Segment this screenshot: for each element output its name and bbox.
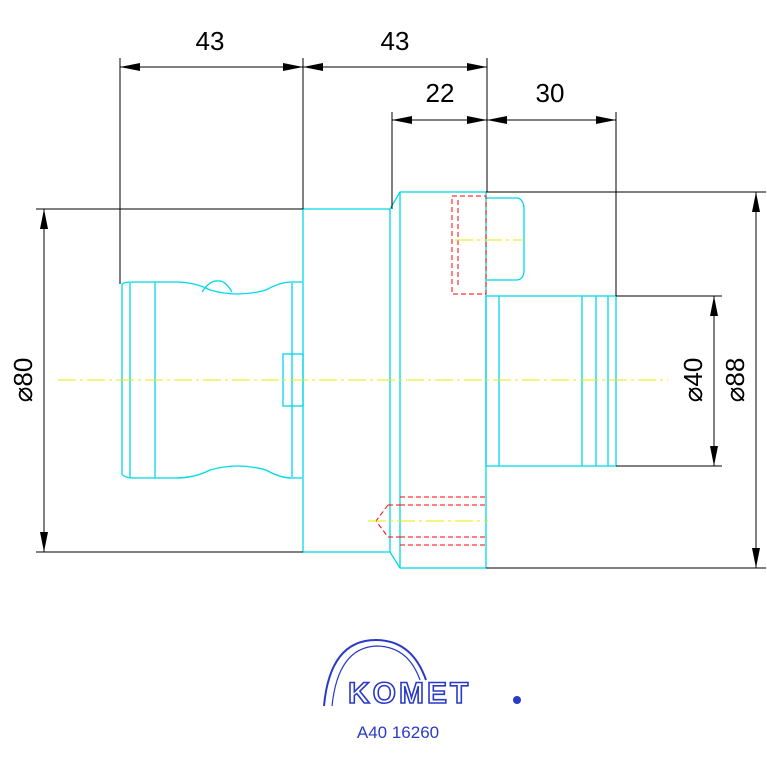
bore-outline bbox=[486, 295, 617, 467]
dim-bore-diameter: ⌀40 bbox=[678, 358, 708, 403]
part-number: A40 16260 bbox=[357, 723, 439, 742]
hidden-features bbox=[375, 195, 487, 546]
dim-shank-diameter: ⌀80 bbox=[8, 358, 38, 403]
shank-outline bbox=[121, 281, 302, 479]
dim-flange-diameter: ⌀88 bbox=[720, 358, 750, 403]
registered-mark-icon bbox=[513, 696, 521, 704]
center-lines bbox=[58, 239, 668, 522]
dim-flange-length: 22 bbox=[426, 78, 455, 108]
logo-brand: KOMET bbox=[348, 677, 471, 710]
dim-collar-length: 43 bbox=[381, 26, 410, 56]
logo-arc bbox=[323, 638, 427, 707]
dim-shank-length: 43 bbox=[196, 26, 225, 56]
drive-key bbox=[486, 197, 525, 281]
dimension-arrows bbox=[40, 63, 760, 568]
dim-bore-depth: 30 bbox=[536, 78, 565, 108]
komet-logo: KOMET bbox=[323, 638, 521, 711]
dimension-lines bbox=[36, 58, 766, 569]
